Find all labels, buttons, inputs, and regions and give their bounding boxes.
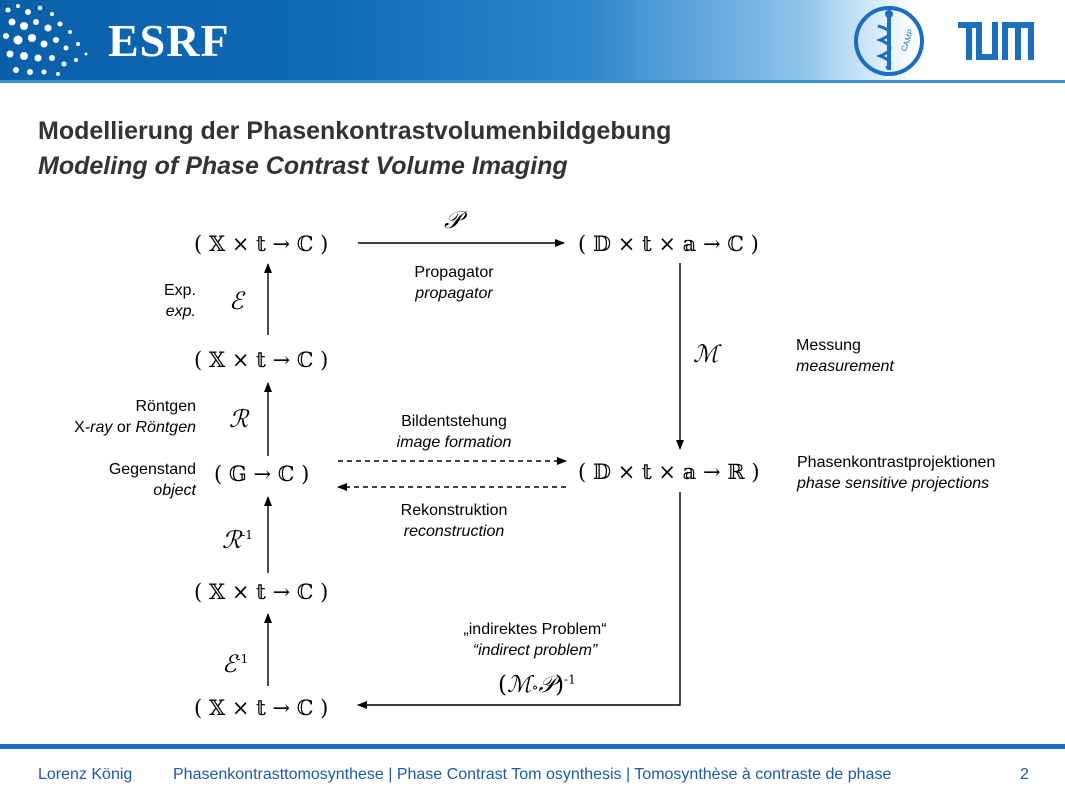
label-propagator-en: propagator xyxy=(415,285,493,302)
label-roentgen-en-ray: ray xyxy=(90,419,113,436)
node-top-left: ( 𝕏 × 𝕥 → ℂ ) xyxy=(194,232,329,256)
label-roentgen-en-name: Röntgen xyxy=(135,419,197,436)
label-object-de: Gegenstand xyxy=(108,461,196,478)
composite-open: ( xyxy=(498,672,507,698)
esrf-logo: ESRF xyxy=(108,15,230,66)
label-object-en: object xyxy=(153,482,196,499)
label-reconstruction-de: Rekonstruktion xyxy=(400,502,508,519)
footer-topic: Phasenkontrasttomosynthese | Phase Contr… xyxy=(173,766,892,783)
node-second-left: ( 𝕏 × 𝕥 → ℂ ) xyxy=(194,348,329,372)
label-roentgen-en: X-ray or Röntgen xyxy=(40,417,196,438)
footer-author: Lorenz König xyxy=(38,766,133,783)
label-indirect-de: „indirektes Problem“ xyxy=(463,621,607,638)
label-formation: Bildentstehung image formation xyxy=(372,411,536,453)
composite-p: 𝒫 xyxy=(538,672,556,698)
tum-logo-icon xyxy=(958,22,1034,60)
label-propagator-de: Propagator xyxy=(414,264,494,281)
composite-m: ℳ xyxy=(506,672,532,698)
node-middle-right: ( 𝔻 × 𝕥 × 𝕒 → ℝ ) xyxy=(578,460,760,484)
label-measurement: Messung measurement xyxy=(796,335,894,377)
operator-propagator: 𝒫 xyxy=(444,206,462,234)
operator-radon-inverse: ℛ-1 xyxy=(222,526,253,554)
label-reconstruction-en: reconstruction xyxy=(403,523,505,540)
label-roentgen-en-prefix: X- xyxy=(74,419,91,436)
radon-inverse-exponent: -1 xyxy=(241,528,253,542)
operator-radon: ℛ xyxy=(229,405,249,433)
label-roentgen-de: Röntgen xyxy=(135,398,197,415)
page-subtitle: Modeling of Phase Contrast Volume Imagin… xyxy=(38,152,568,180)
composite-exponent: -1 xyxy=(564,672,576,687)
label-exp: Exp. exp. xyxy=(120,280,196,322)
label-indirect-en: “indirect problem” xyxy=(472,642,598,659)
node-bottom-left: ( 𝕏 × 𝕥 → ℂ ) xyxy=(194,696,329,720)
label-reconstruction: Rekonstruktion reconstruction xyxy=(378,500,530,542)
node-fourth-left: ( 𝕏 × 𝕥 → ℂ ) xyxy=(194,580,329,604)
composite-circ: ∘ xyxy=(531,680,539,696)
label-formation-de: Bildentstehung xyxy=(401,413,507,430)
label-roentgen-en-or: or xyxy=(112,419,136,436)
label-projections-de: Phasenkontrastprojektionen xyxy=(797,454,996,471)
label-measurement-de: Messung xyxy=(796,337,861,354)
node-top-right: ( 𝔻 × 𝕥 × 𝕒 → ℂ ) xyxy=(578,232,759,256)
footer-page-number: 2 xyxy=(1020,766,1029,783)
arrow-indirect-inverse xyxy=(357,492,681,709)
operator-measurement: ℳ xyxy=(693,340,719,368)
label-exp-en: exp. xyxy=(165,303,196,320)
label-propagator: Propagator propagator xyxy=(395,262,513,304)
label-roentgen: Röntgen X-ray or Röntgen xyxy=(40,396,196,438)
operator-composite-inverse: (ℳ∘𝒫)-1 xyxy=(498,672,576,698)
exp-inverse-exponent: -1 xyxy=(236,652,249,666)
label-object: Gegenstand object xyxy=(60,459,196,501)
node-object: ( 𝔾 → ℂ ) xyxy=(214,462,310,486)
footer-divider xyxy=(0,744,1065,749)
header-divider xyxy=(0,80,1065,83)
camp-logo-icon: CAMP xyxy=(854,6,924,76)
label-measurement-en: measurement xyxy=(796,358,894,375)
operator-exp: ℰ xyxy=(229,287,244,315)
radon-inverse-symbol: ℛ xyxy=(222,526,242,554)
label-projections: Phasenkontrastprojektionen phase sensiti… xyxy=(797,452,995,494)
page-title: Modellierung der Phasenkontrastvolumenbi… xyxy=(38,117,672,145)
esrf-dots-logo-icon xyxy=(3,4,88,76)
label-projections-en: phase sensitive projections xyxy=(797,475,990,492)
label-indirect-problem: „indirektes Problem“ “indirect problem” xyxy=(440,619,630,661)
label-formation-en: image formation xyxy=(396,434,512,451)
operator-exp-inverse: ℰ-1 xyxy=(222,650,248,678)
composite-close: ) xyxy=(555,672,565,698)
exp-inverse-symbol: ℰ xyxy=(222,650,237,678)
label-exp-de: Exp. xyxy=(163,282,196,299)
